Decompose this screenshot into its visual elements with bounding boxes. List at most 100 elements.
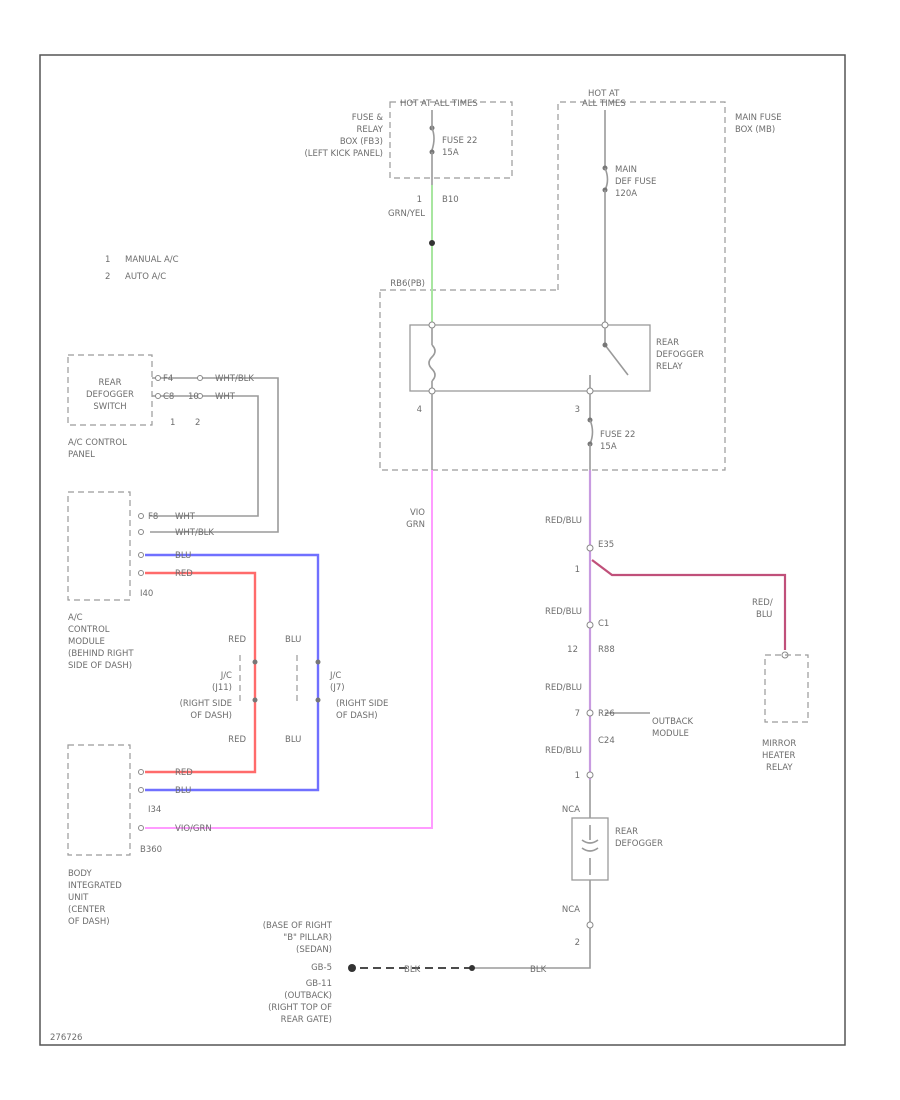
label-ac-control-panel-2: PANEL	[68, 450, 95, 460]
label-biu-blu: BLU	[175, 786, 191, 796]
label-rear-def-switch-2: DEFOGGER	[86, 390, 134, 400]
label-acm-whtblk: WHT/BLK	[175, 528, 214, 538]
label-jc1-1: J/C	[220, 671, 232, 681]
label-acm-wht: WHT	[175, 512, 196, 522]
defogger-grid	[581, 825, 599, 875]
label-main-fuse-box-1: MAIN FUSE	[735, 113, 782, 123]
label-biu-vio: VIO/GRN	[175, 824, 212, 834]
label-grn-yel: GRN/YEL	[388, 209, 425, 219]
label-jc1-3: (RIGHT SIDE	[180, 699, 232, 709]
relay-contact	[602, 342, 608, 348]
relay-pin-coil-top	[428, 321, 436, 329]
label-sw-pin-2: 2	[195, 418, 200, 428]
label-main-fuse-box-2: BOX (MB)	[735, 125, 775, 135]
label-red-lower: RED	[228, 735, 246, 745]
wire-red-upper	[145, 571, 257, 774]
label-main-def-3: 120A	[615, 189, 637, 199]
label-hot-left: HOT AT ALL TIMES	[400, 99, 478, 109]
label-sw-wht-blk: WHT/BLK	[215, 374, 254, 384]
main-def-fuse	[602, 110, 609, 325]
label-rear-def-relay-2: DEFOGGER	[656, 350, 704, 360]
label-vio-2: GRN	[406, 520, 425, 530]
label-biu-3: UNIT	[68, 893, 89, 903]
label-ground-8: REAR GATE)	[281, 1015, 332, 1025]
ground-point	[348, 964, 356, 972]
label-b10: B10	[442, 195, 459, 205]
label-acm-3: MODULE	[68, 637, 105, 647]
label-rear-def-switch-1: REAR	[99, 378, 122, 388]
ground-splice	[469, 965, 475, 971]
label-outback-2: MODULE	[652, 729, 689, 739]
label-acm-red: RED	[175, 569, 193, 579]
label-corner-id: 276726	[50, 1033, 82, 1043]
label-biu-2: INTEGRATED	[68, 881, 122, 891]
wire-sw-wht	[150, 395, 259, 517]
label-relay-top: RB6(PB)	[390, 279, 425, 289]
label-red-blu-3: RED/BLU	[545, 683, 582, 693]
label-fuse22-top-2: 15A	[442, 148, 459, 158]
label-mirror-heater-3: RELAY	[766, 763, 793, 773]
body-integrated-unit-outline	[67, 744, 131, 856]
label-mirror-heater-2: HEATER	[762, 751, 795, 761]
label-c24: C24	[598, 736, 615, 746]
label-r26: R26	[598, 709, 615, 719]
wire-blu-upper	[145, 553, 320, 792]
label-ground-5: GB-11	[306, 979, 332, 989]
relay-pin-switch-bottom	[586, 387, 594, 395]
label-hot-right-1: HOT AT	[588, 89, 620, 99]
label-nca-bottom: NCA	[562, 905, 580, 915]
label-biu-1: BODY	[68, 869, 92, 879]
label-acm-4: (BEHIND RIGHT	[68, 649, 134, 659]
rear-defogger-switch-outline	[67, 354, 153, 426]
label-blk-1: BLK	[404, 965, 421, 975]
label-fuse-relay-box-1: FUSE &	[352, 113, 384, 123]
label-jc1-2: (J11)	[212, 683, 232, 693]
rear-defogger-relay	[409, 324, 651, 392]
label-pin-1-e35: 1	[575, 565, 580, 575]
connector-r26	[586, 709, 594, 717]
acm-pins	[138, 513, 144, 576]
label-e35: E35	[598, 540, 614, 550]
label-ground-3: (SEDAN)	[296, 945, 332, 955]
label-sw-c8: C8	[163, 392, 174, 402]
label-acm-1: A/C	[68, 613, 83, 623]
label-biu-conn: B360	[140, 845, 162, 855]
jc-j7	[296, 655, 321, 705]
label-acm-f8: F8	[148, 512, 158, 522]
label-sw-pin-1: 1	[170, 418, 175, 428]
label-fuse-relay-box-2: RELAY	[356, 125, 383, 135]
label-blk-2: BLK	[530, 965, 547, 975]
relay-switch	[589, 328, 629, 391]
fuse-relay-box-outline	[389, 101, 513, 179]
label-main-def-2: DEF FUSE	[615, 177, 656, 187]
fuse-22-top	[429, 110, 435, 155]
label-ac-control-panel-1: A/C CONTROL	[68, 438, 127, 448]
defogger-pin-2	[586, 921, 594, 929]
label-sw-10: 10	[188, 392, 199, 402]
label-hot-right-2: ALL TIMES	[582, 99, 626, 109]
wire-vio-grn	[145, 470, 433, 829]
label-pin-4: 4	[417, 405, 422, 415]
label-rear-def-relay-1: REAR	[656, 338, 679, 348]
label-ground-1: (BASE OF RIGHT	[263, 921, 333, 931]
label-fuse22-bottom-2: 15A	[600, 442, 617, 452]
label-sw-wht: WHT	[215, 392, 236, 402]
label-pin-7: 7	[575, 709, 580, 719]
legend-2-num: 2	[105, 272, 110, 282]
label-jc2-4: OF DASH)	[336, 711, 378, 721]
label-pin-3: 3	[575, 405, 580, 415]
relay-pin-coil-bottom	[428, 387, 436, 395]
legend-2-text: AUTO A/C	[125, 272, 166, 282]
mirror-heater-relay	[764, 654, 809, 723]
label-outback-1: OUTBACK	[652, 717, 694, 727]
label-ground-6: (OUTBACK)	[284, 991, 332, 1001]
wire-sw-wht-blk	[150, 377, 279, 533]
label-rear-defogger-1: REAR	[615, 827, 638, 837]
label-ground-7: (RIGHT TOP OF	[268, 1003, 332, 1013]
label-red-blu-2: RED/BLU	[545, 607, 582, 617]
label-rear-def-relay-3: RELAY	[656, 362, 683, 372]
label-rear-def-switch-3: SWITCH	[93, 402, 126, 412]
label-fuse-relay-box-4: (LEFT KICK PANEL)	[304, 149, 383, 159]
label-blu-right: BLU	[285, 635, 301, 645]
